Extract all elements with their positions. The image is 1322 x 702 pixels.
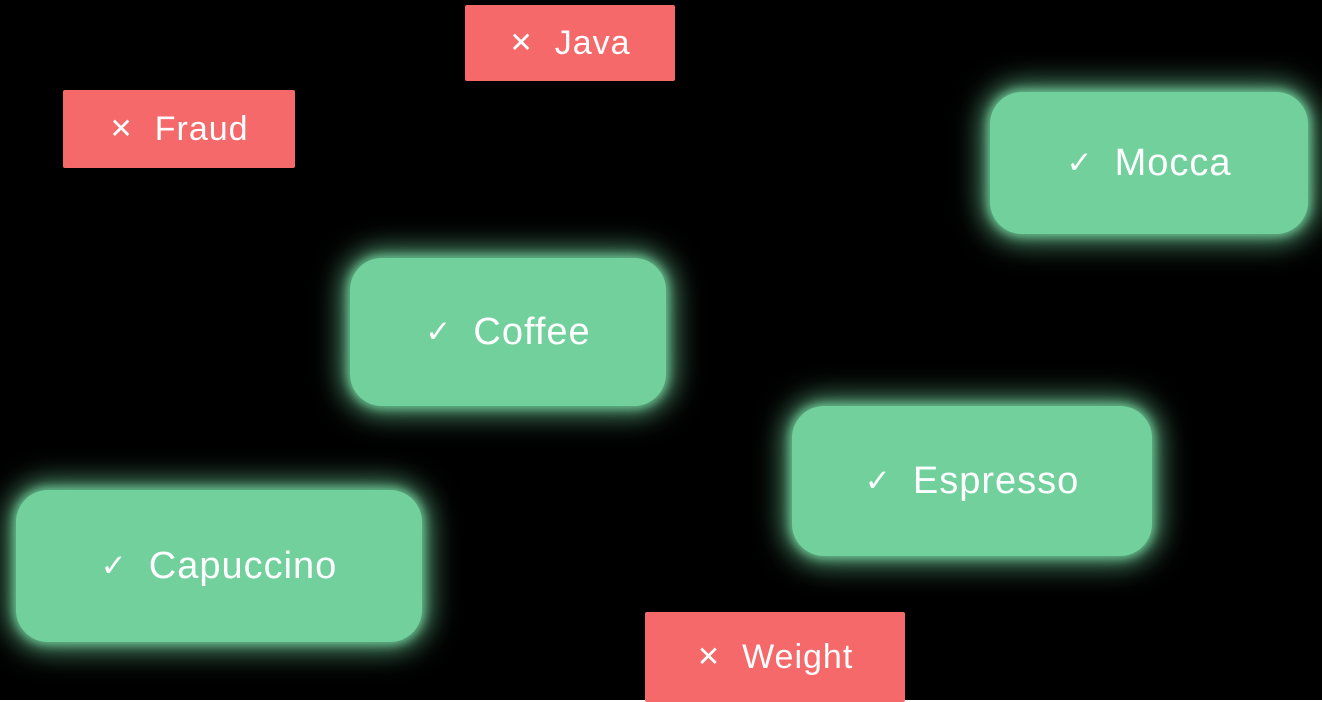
x-icon: ✕ [109,113,133,145]
tag-label: Java [554,24,631,62]
check-icon: ✓ [1066,145,1093,181]
tag-mocca[interactable]: ✓ Mocca [990,92,1308,234]
tag-label: Mocca [1114,142,1232,184]
tag-weight[interactable]: ✕ Weight [645,612,905,702]
x-icon: ✕ [509,27,533,59]
tag-capuccino[interactable]: ✓ Capuccino [16,490,422,642]
tag-label: Fraud [154,110,249,148]
check-icon: ✓ [100,548,127,584]
tag-espresso[interactable]: ✓ Espresso [792,406,1152,556]
tag-label: Espresso [912,460,1080,502]
tag-label: Weight [742,638,854,676]
tag-java[interactable]: ✕ Java [465,5,675,81]
x-icon: ✕ [696,641,721,673]
tag-label: Coffee [473,311,591,353]
check-icon: ✓ [864,463,891,499]
tag-label: Capuccino [148,545,338,587]
tag-fraud[interactable]: ✕ Fraud [63,90,295,168]
tag-coffee[interactable]: ✓ Coffee [350,258,666,406]
check-icon: ✓ [425,314,452,350]
